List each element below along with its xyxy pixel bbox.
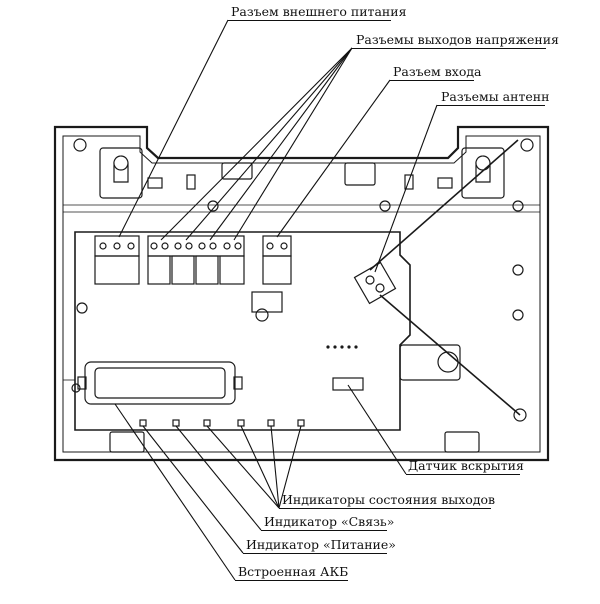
pcb-chip <box>332 377 364 391</box>
screw-hole <box>512 200 524 212</box>
callout-input: Разъем входа <box>393 64 482 79</box>
housing-outline <box>53 125 550 462</box>
mount-left-frame <box>99 147 143 199</box>
terminal-outputs <box>147 235 245 285</box>
callout-underline <box>390 80 474 81</box>
battery <box>77 361 243 405</box>
screw-hole <box>73 138 87 152</box>
led-dots <box>326 345 358 349</box>
pcb-component <box>251 291 283 313</box>
mount-bottom-left <box>109 431 145 453</box>
callout-underline <box>228 20 391 21</box>
pcb-board <box>74 231 411 431</box>
screw-hole <box>520 138 534 152</box>
leader-lines <box>114 19 438 581</box>
led-row <box>139 419 305 427</box>
screw-hole <box>71 383 81 393</box>
housing-inner-wall <box>62 135 541 453</box>
callout-tamper: Датчик вскрытия <box>408 458 524 473</box>
top-slot <box>344 162 376 186</box>
terminal-power <box>94 235 140 285</box>
callout-power-indicator: Индикатор «Питание» <box>246 537 396 552</box>
terminal-input <box>262 235 292 285</box>
callout-voltage-outputs: Разъемы выходов напряжения <box>356 32 559 47</box>
mount-left-keyhole <box>113 155 129 183</box>
callout-underline <box>243 553 387 554</box>
top-tab <box>437 177 453 189</box>
mount-bottom-right <box>444 431 480 453</box>
tamper-bracket <box>399 344 461 381</box>
top-slot <box>221 162 253 180</box>
antenna-wire <box>379 294 521 416</box>
screw-hole <box>512 309 524 321</box>
callout-underline <box>352 48 546 49</box>
screw-hole <box>379 200 391 212</box>
top-tab <box>147 177 163 189</box>
antenna-wire <box>369 139 519 271</box>
callout-underline <box>437 105 545 106</box>
callout-underline <box>261 530 387 531</box>
callout-external-power: Разъем внешнего питания <box>231 4 407 19</box>
callout-battery: Встроенная АКБ <box>238 564 349 579</box>
callout-output-indicators: Индикаторы состояния выходов <box>282 492 496 507</box>
callout-link-indicator: Индикатор «Связь» <box>264 514 395 529</box>
tamper-switch <box>437 351 459 373</box>
antenna-connector <box>353 261 397 305</box>
screw-hole <box>513 408 527 422</box>
callout-underline <box>235 580 348 581</box>
screw-hole <box>207 200 219 212</box>
screw-hole <box>512 264 524 276</box>
callout-underline <box>406 474 520 475</box>
callout-antenna: Разъемы антенн <box>441 89 550 104</box>
top-tab <box>404 174 414 190</box>
callout-underline <box>279 508 491 509</box>
screw-hole <box>255 308 269 322</box>
screw-hole <box>76 302 88 314</box>
mount-right-keyhole <box>475 155 491 183</box>
mount-right-frame <box>461 147 505 199</box>
top-tab <box>186 174 196 190</box>
